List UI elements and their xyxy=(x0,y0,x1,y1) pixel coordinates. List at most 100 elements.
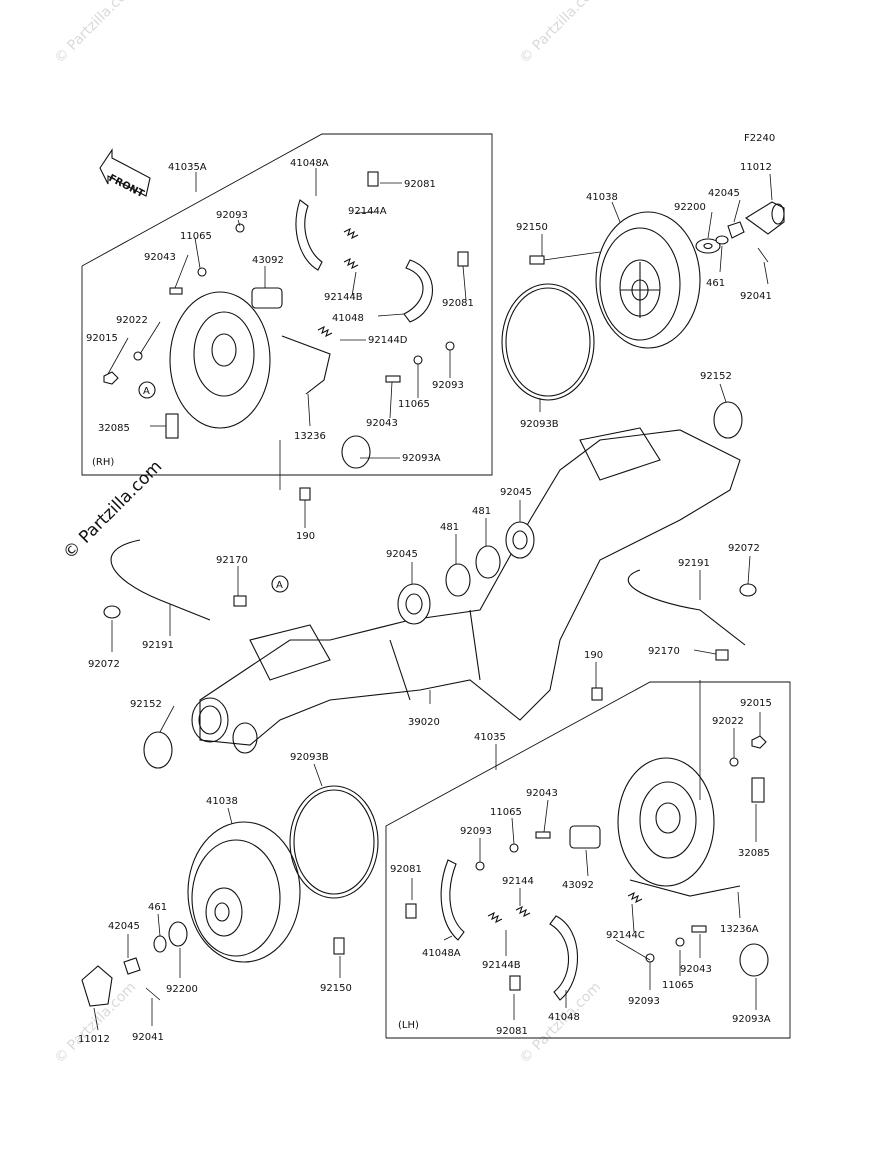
label-190-top: 190 xyxy=(296,531,315,542)
bolt-92150-bottom-icon xyxy=(333,937,345,955)
boot-92093A-rh-icon xyxy=(341,435,371,469)
hose-92191-left-icon xyxy=(110,539,211,621)
label-92152-mid: 92152 xyxy=(130,699,162,710)
bushing-92152-mid-icon xyxy=(143,731,173,769)
label-92170-left: 92170 xyxy=(216,555,248,566)
lever-13236-icon xyxy=(281,335,331,395)
label-92191-left: 92191 xyxy=(142,640,174,651)
label-92093-lh1: 92093 xyxy=(460,826,492,837)
label-92043-lh2: 92043 xyxy=(680,964,712,975)
label-11065-lh2: 11065 xyxy=(662,980,694,991)
label-11065-rh2: 11065 xyxy=(398,399,430,410)
label-92043-rh2: 92043 xyxy=(366,418,398,429)
nut-42045-top-icon xyxy=(727,221,745,239)
lh-brake-box xyxy=(385,681,791,1039)
washer-92200-top-icon xyxy=(695,238,721,254)
label-41038-bottom: 41038 xyxy=(206,796,238,807)
label-43092-rh: 43092 xyxy=(252,255,284,266)
label-92041-bottom: 92041 xyxy=(132,1032,164,1043)
label-92093B-bottom: 92093B xyxy=(290,752,329,763)
label-92200-top: 92200 xyxy=(674,202,706,213)
label-92072-left: 92072 xyxy=(88,659,120,670)
label-92093A-rh: 92093A xyxy=(402,453,441,464)
seal-ring-top xyxy=(501,283,595,401)
label-11065-lh1: 11065 xyxy=(490,807,522,818)
label-13236: 13236 xyxy=(294,431,326,442)
springs-lh-icon xyxy=(487,891,643,924)
hose-92191-right-icon xyxy=(627,569,746,646)
backing-plate-rh xyxy=(169,291,271,429)
label-13236A: 13236A xyxy=(720,924,759,935)
label-481-b: 481 xyxy=(440,522,459,533)
brake-shoe-41048-lh-icon xyxy=(549,915,579,1001)
clamp-92072-right-icon xyxy=(739,583,757,597)
bolt-92150-top-icon xyxy=(529,251,601,265)
clamp-92170-right-icon xyxy=(715,649,729,661)
brake-shoe-41048A-rh-icon xyxy=(295,199,323,271)
label-92144C: 92144C xyxy=(606,930,645,941)
front-arrow-icon: FRONT xyxy=(99,148,151,200)
label-92093-rh2: 92093 xyxy=(432,380,464,391)
watermark-top-left: © Partzilla.com xyxy=(52,0,140,67)
rh-brake-box xyxy=(81,133,493,476)
springs-rh-icon xyxy=(317,227,359,338)
bearing-92045-mid-icon xyxy=(397,583,431,625)
label-41048-rh: 41048 xyxy=(332,313,364,324)
label-92144B-lh: 92144B xyxy=(482,960,521,971)
wheel-cylinder-43092-lh-icon xyxy=(569,825,601,849)
bearing-92045-top-icon xyxy=(505,521,535,559)
small-parts-rh-icon xyxy=(103,171,469,439)
label-92093A-lh: 92093A xyxy=(732,1014,771,1025)
brake-shoe-41048-rh-icon xyxy=(403,259,433,323)
label-42045-bottom: 42045 xyxy=(108,921,140,932)
cap-11012-top-icon xyxy=(745,201,785,235)
label-41035A: 41035A xyxy=(168,162,207,173)
label-41048-lh: 41048 xyxy=(548,1012,580,1023)
lh-label: (LH) xyxy=(398,1020,419,1031)
cotter-pin-bottom-icon xyxy=(145,987,161,1001)
label-92150-top: 92150 xyxy=(516,222,548,233)
label-42045-top: 42045 xyxy=(708,188,740,199)
label-461-bottom: 461 xyxy=(148,902,167,913)
circlip-481-a-icon xyxy=(475,545,501,579)
label-92081-rh2: 92081 xyxy=(442,298,474,309)
backing-plate-lh xyxy=(617,757,715,887)
rh-label: (RH) xyxy=(92,457,114,468)
label-190-mid: 190 xyxy=(584,650,603,661)
cotter-pin-top-icon xyxy=(757,247,769,263)
label-92081-lh2: 92081 xyxy=(496,1026,528,1037)
label-92043-rh1: 92043 xyxy=(144,252,176,263)
clamp-92072-left-icon xyxy=(103,605,121,619)
watermark-center: © Partzilla.com xyxy=(59,457,166,564)
label-92015-rh: 92015 xyxy=(86,333,118,344)
label-92041-top: 92041 xyxy=(740,291,772,302)
seal-ring-bottom xyxy=(289,785,379,899)
part-labels: 41035A 41048A 92081 92144A 92093 11065 9… xyxy=(78,158,772,1045)
label-92144A: 92144A xyxy=(348,206,387,217)
label-92200-bottom: 92200 xyxy=(166,984,198,995)
lever-13236A-icon xyxy=(629,879,741,897)
label-92022-rh: 92022 xyxy=(116,315,148,326)
ref-marker-a-rh: A xyxy=(138,381,156,399)
bushing-92152-top-icon xyxy=(713,401,743,439)
label-92043-lh1: 92043 xyxy=(526,788,558,799)
label-92015-lh: 92015 xyxy=(740,698,772,709)
cap-11012-bottom-icon xyxy=(81,965,113,1007)
label-92144B-rh: 92144B xyxy=(324,292,363,303)
boot-92093A-lh-icon xyxy=(739,943,769,977)
label-92072-right: 92072 xyxy=(728,543,760,554)
brake-shoe-41048A-lh-icon xyxy=(440,859,465,941)
label-92144D: 92144D xyxy=(368,335,408,346)
label-92144: 92144 xyxy=(502,876,534,887)
svg-text:A: A xyxy=(276,580,283,591)
label-92081-rh1: 92081 xyxy=(404,179,436,190)
nut-461-bottom-icon xyxy=(153,935,167,953)
nut-461-top-icon xyxy=(715,235,729,245)
label-39020: 39020 xyxy=(408,717,440,728)
svg-text:A: A xyxy=(143,386,150,397)
label-92152-top: 92152 xyxy=(700,371,732,382)
ref-marker-a-hose: A xyxy=(271,575,289,593)
bolt-190-mid-icon xyxy=(591,687,603,701)
circlip-481-b-icon xyxy=(445,563,471,597)
